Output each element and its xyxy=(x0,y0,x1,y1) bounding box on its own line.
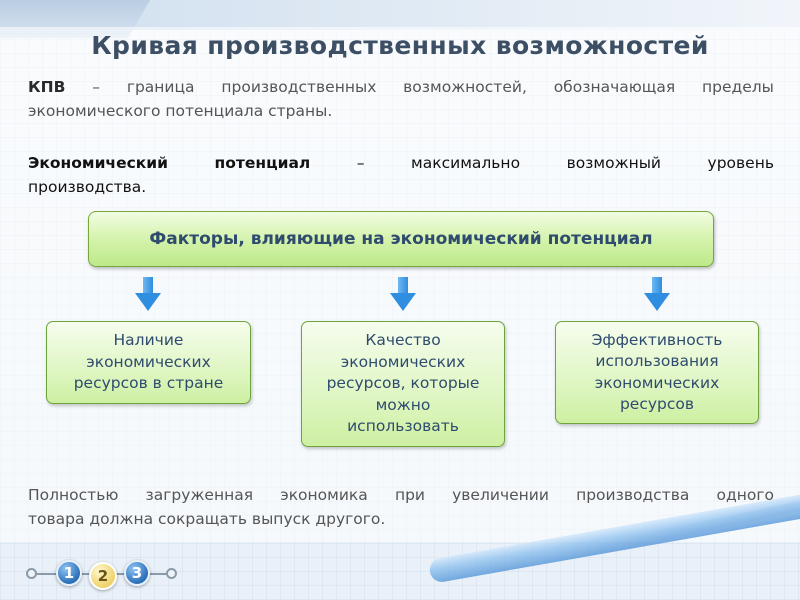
page-title: Кривая производственных возможностей xyxy=(91,31,709,60)
kpv-definition-line-1: КПВ – граница производственных возможнос… xyxy=(28,75,774,99)
potential-word: уровень xyxy=(707,154,774,172)
factors-header-box: Факторы, влияющие на экономический потен… xyxy=(88,211,714,267)
factor-resources-efficiency: Эффективность использования экономически… xyxy=(555,321,759,424)
potential-word: максимально xyxy=(411,154,521,172)
kpv-definition: КПВ – граница производственных возможнос… xyxy=(28,75,774,123)
kpv-word: производственных xyxy=(221,78,377,96)
page-nav-end-cap xyxy=(166,568,177,579)
conclusion-word: экономика xyxy=(280,486,368,504)
kpv-word: возможностей, xyxy=(403,78,527,96)
potential-definition-line-1: Экономический потенциал – максимально во… xyxy=(28,151,774,175)
conclusion-word: одного xyxy=(716,486,774,504)
conclusion-word: при xyxy=(394,486,425,504)
kpv-definition-line-2: экономического потенциала страны. xyxy=(28,102,333,120)
conclusion-word: Полностью xyxy=(28,486,119,504)
conclusion-word: производства xyxy=(576,486,690,504)
kpv-term: КПВ xyxy=(28,78,66,96)
page-3-button[interactable]: 3 xyxy=(124,560,150,586)
potential-term-word: Экономический xyxy=(28,154,169,172)
down-arrow-icon xyxy=(644,277,670,313)
kpv-word: граница xyxy=(126,78,195,96)
conclusion-word: увеличении xyxy=(452,486,549,504)
conclusion-text: Полностью загруженная экономика при увел… xyxy=(28,483,774,531)
down-arrow-icon xyxy=(390,277,416,313)
top-band-decoration xyxy=(0,0,800,30)
kpv-word: пределы xyxy=(702,78,774,96)
kpv-word: обозначающая xyxy=(553,78,676,96)
conclusion-line-1: Полностью загруженная экономика при увел… xyxy=(28,483,774,507)
factor-resources-quality: Качество экономических ресурсов, которые… xyxy=(301,321,505,447)
potential-word: возможный xyxy=(566,154,662,172)
down-arrow-icon xyxy=(135,277,161,313)
potential-term-word: потенциал xyxy=(214,154,311,172)
kpv-word: – xyxy=(92,78,101,96)
page-1-button[interactable]: 1 xyxy=(56,560,82,586)
potential-word: – xyxy=(356,154,365,172)
potential-definition: Экономический потенциал – максимально во… xyxy=(28,151,774,199)
page-nav-start-cap xyxy=(26,568,37,579)
conclusion-line-2: товара должна сокращать выпуск другого. xyxy=(28,510,386,528)
conclusion-word: загруженная xyxy=(145,486,254,504)
factor-resources-availability: Наличие экономических ресурсов в стране xyxy=(46,321,251,404)
potential-definition-line-2: производства. xyxy=(28,178,147,196)
page-2-button-current[interactable]: 2 xyxy=(89,562,117,590)
